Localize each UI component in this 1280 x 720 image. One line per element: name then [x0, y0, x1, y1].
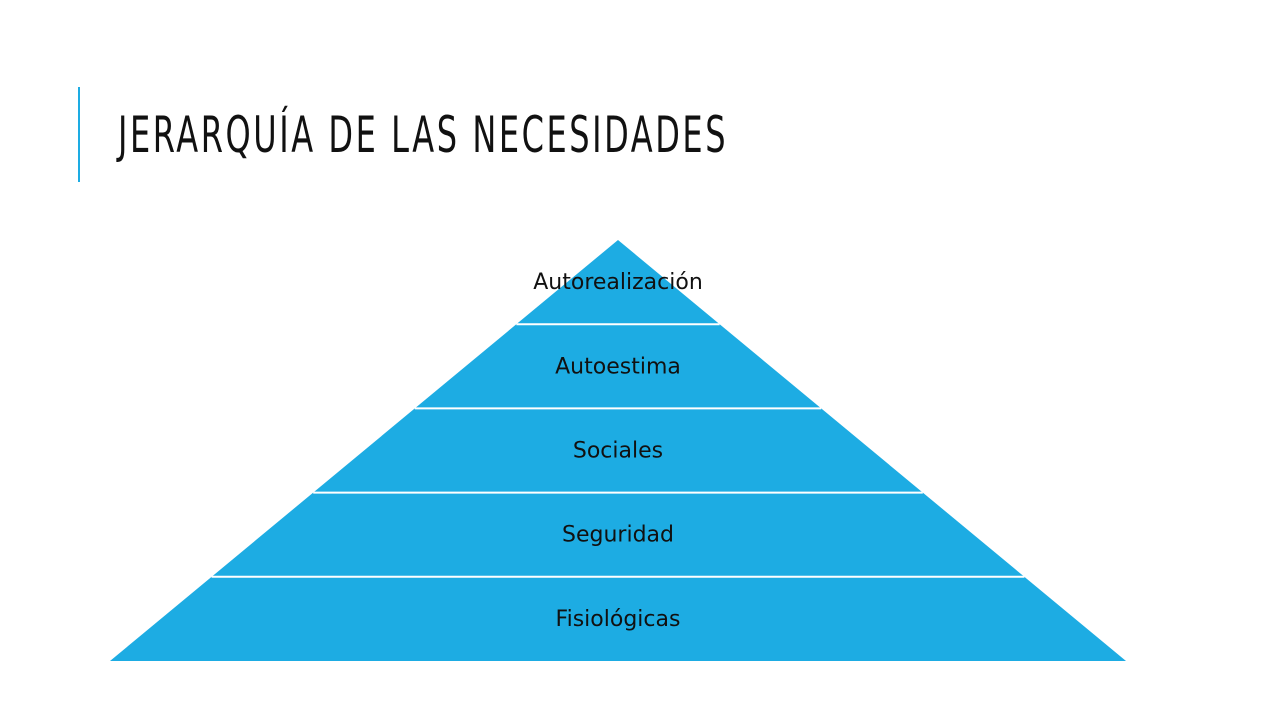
- pyramid-level-label: Fisiológicas: [556, 607, 681, 632]
- pyramid-layers: AutorealizaciónAutoestimaSocialesSegurid…: [110, 240, 1126, 661]
- pyramid-level-label: Sociales: [573, 439, 663, 464]
- pyramid-level-label: Autoestima: [555, 354, 681, 379]
- pyramid-shape: [110, 240, 1126, 661]
- pyramid-level-label: Autorealización: [533, 270, 703, 295]
- title-accent-bar: [78, 87, 80, 182]
- slide-title: JERARQUÍA DE LAS NECESIDADES: [118, 106, 729, 164]
- pyramid-level-label: Seguridad: [562, 523, 674, 548]
